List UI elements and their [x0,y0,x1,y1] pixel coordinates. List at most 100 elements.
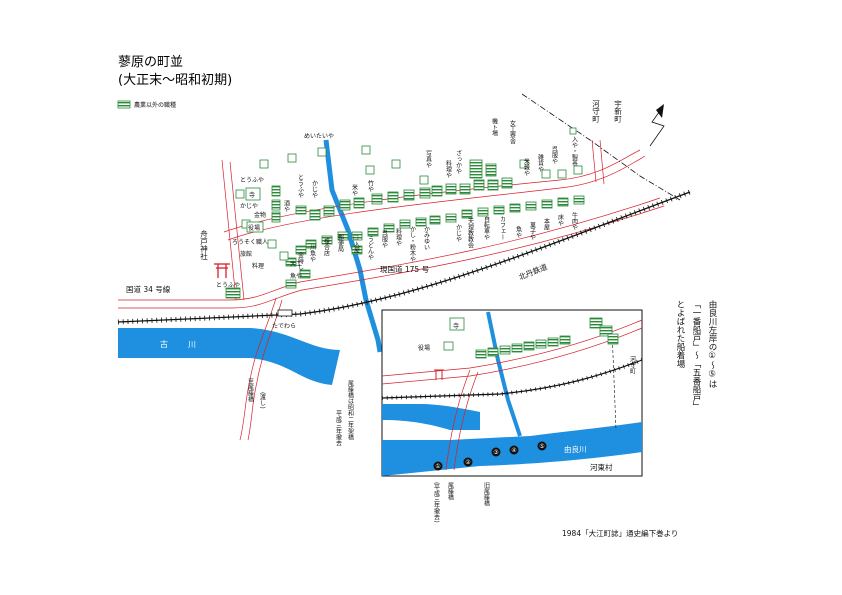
label-shiobi-bridge: 尾藤橋 [447,482,454,501]
building-trade-6 [339,199,351,211]
inset-building-9 [547,337,559,347]
building-trade-9 [387,191,399,203]
building-other-10 [557,169,567,179]
building-trade-40 [225,287,241,299]
building-trade-10 [403,189,415,201]
furukawa-label: 古 川 [160,339,202,349]
landing-label: ③ [493,449,498,456]
inset-label-tera: 寺 [453,322,459,330]
label-cafe: カフェー [499,216,506,240]
road-175-2 [118,205,665,309]
label-kikai: 機ト場 [491,117,498,137]
inset-temple-box [449,317,465,331]
building-trade-21 [321,235,333,245]
label-tokoya: 床や [557,213,564,226]
label-jitensha: 自転車や [483,215,490,240]
building-trade-22 [337,231,349,241]
label-fukugo: 複合店 [323,237,330,257]
building-other-1 [287,153,297,163]
landing-marker [537,441,547,451]
label-ushinmachi: 宇新町 [613,99,622,123]
building-trade-32 [493,205,505,215]
label-ruigeiya: 呉服や [381,230,388,248]
side-note-2: 「一番船戸」〜「五番船戸」 [691,300,701,411]
inset-building-0 [589,317,603,329]
label-shiobi-note2: 平成三年撤去 [335,410,342,447]
label-koya: 米や [351,183,358,196]
building-other-4 [365,165,375,175]
landing-label: ① [435,463,440,470]
label-funato: 舟戸神社 [199,229,208,261]
building-trade-31 [477,207,489,217]
label-kinmono: 金物 [254,211,266,219]
inset-boundary [611,329,617,431]
building-trade-5 [323,205,335,217]
building-trade-28 [429,215,441,225]
building-trade-29 [445,213,457,223]
inset-building-8 [535,339,547,349]
label-shashinya: 写真や [425,150,432,168]
label-shiobi-old: 至尾藤橋 [247,378,254,403]
road-south-2 [247,299,283,441]
road-upper [223,149,641,233]
stream [323,139,383,353]
inset-railway [381,359,643,399]
landing-marker [491,447,501,457]
yakuba-box [246,221,264,233]
building-trade-0 [271,185,281,197]
building-trade-43 [351,245,363,255]
label-watashi: (渡し) [259,392,266,409]
label-tenkou: 天理教教会 [467,218,474,249]
label-ryoriya: 料理や [445,159,452,178]
source-credit: 1984「大江町誌」通史編下巻より [562,528,678,538]
building-trade-12 [431,185,443,197]
label-zakka2: 雑貨や [537,153,544,172]
label-rousoku: ろうそく職人 [232,238,268,246]
inset-building-10 [559,335,571,345]
tadewara-station [277,309,293,317]
label-gofukuya: 呉服や [551,146,558,164]
building-other-13 [235,189,245,199]
side-note-1: 由良川左岸の①〜⑤は [707,299,717,388]
label-sake: 酒や [283,199,290,212]
label-daiku: 大工 [290,260,302,268]
label-touya: とうふや [297,174,304,198]
building-trade-4 [309,209,321,221]
building-trade-14 [459,183,471,195]
inset-building-3 [475,349,487,359]
label-kinjo: 金時し [297,251,304,270]
label-koshumachi: 河守町 [591,100,600,123]
label-kawauo: 川魚や [309,244,316,262]
building-trade-33 [509,203,521,213]
boundary-line [521,93,681,201]
temple-box [245,187,261,201]
inset-building-5 [499,345,511,355]
building-other-7 [519,159,529,169]
label-ryokan: 旅館 [240,250,252,258]
inset-label-koshu: 河守町 [629,355,636,374]
building-trade-25 [383,223,395,233]
road-koshu [591,139,605,185]
building-trade-41 [469,159,483,179]
label-kashiya: 菓子や [529,221,536,240]
landing-marker [509,445,519,455]
landing-label: ⑤ [539,443,544,450]
label-toufuya-bottom: とうふや [216,281,240,289]
building-other-3 [361,145,371,155]
road-south [239,297,277,441]
legend-label: 農業以外の職種 [134,101,176,109]
building-other-9 [541,169,551,179]
inset-furukawa [382,404,480,430]
building-other-6 [419,175,429,185]
buildings [225,127,585,299]
label-yuseikyoku: 郵便局 [337,233,344,253]
building-trade-11 [419,187,431,199]
inset-road-south [445,369,479,471]
building-trade-30 [461,209,473,219]
map-subtitle: (大正末〜昭和初期) [118,73,232,88]
building-trade-27 [415,217,427,227]
building-trade-35 [541,199,553,209]
